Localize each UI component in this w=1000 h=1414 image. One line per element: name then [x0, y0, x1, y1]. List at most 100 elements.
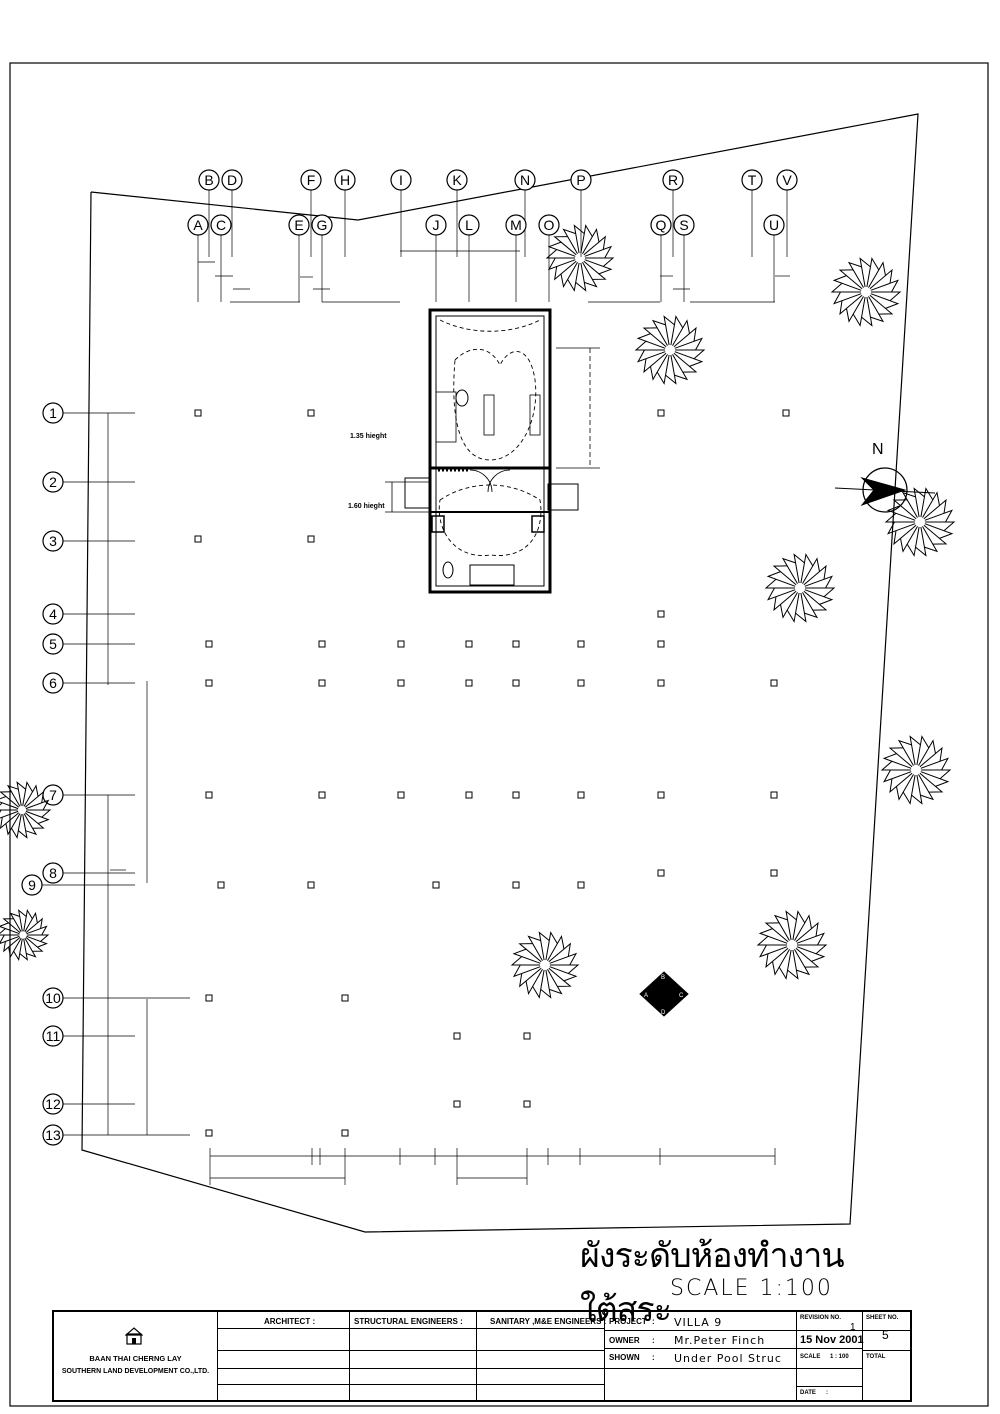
- column-pad-33: [432, 881, 440, 889]
- tree-icon-4: [884, 487, 956, 557]
- drawing-scale: SCALE 1:100: [670, 1276, 833, 1301]
- row-grid-8-label: 8: [49, 865, 57, 881]
- column-pad-28: [577, 791, 585, 799]
- column-pad-25: [397, 791, 405, 799]
- column-pad-37: [770, 869, 778, 877]
- row-grid-4-label: 4: [49, 606, 57, 622]
- column-pad-43: [523, 1100, 531, 1108]
- row-grid-2-label: 2: [49, 474, 57, 490]
- column-pad-39: [341, 994, 349, 1002]
- column-grid-p-label: P: [576, 172, 585, 188]
- date-colon: :: [826, 1390, 828, 1396]
- scale-label: SCALE: [800, 1354, 821, 1360]
- sheet-value: 5: [882, 1328, 889, 1342]
- column-pad-30: [770, 791, 778, 799]
- column-pad-20: [577, 679, 585, 687]
- owner-label: OWNER: [609, 1336, 640, 1345]
- sheet-border: [9, 62, 989, 1407]
- column-pad-14: [657, 640, 665, 648]
- column-pad-9: [318, 640, 326, 648]
- revision-label: REVISION NO.: [800, 1315, 842, 1321]
- column-pad-27: [512, 791, 520, 799]
- site-boundary: [81, 113, 919, 1233]
- column-pad-12: [512, 640, 520, 648]
- shown-colon: :: [652, 1353, 655, 1362]
- column-grid-l-label: L: [465, 217, 473, 233]
- owner-colon: :: [652, 1336, 655, 1345]
- tree-icon-7: [0, 780, 52, 840]
- column-pad-41: [523, 1032, 531, 1040]
- column-pad-5: [194, 535, 202, 543]
- section-mark-a: A: [644, 993, 648, 999]
- column-pad-31: [217, 881, 225, 889]
- column-pad-16: [318, 679, 326, 687]
- tree-icon-8: [0, 908, 50, 962]
- column-grid-k-label: K: [452, 172, 462, 188]
- row-grid-13-label: 13: [45, 1127, 61, 1143]
- structural-label: STRUCTURAL ENGINEERS :: [354, 1317, 463, 1326]
- tree-icon-3: [830, 257, 902, 327]
- shown-value: Under Pool Struc: [674, 1352, 782, 1365]
- column-grid-q-label: Q: [656, 217, 667, 233]
- company-block: BAAN THAI CHERNG LAY SOUTHERN LAND DEVEL…: [54, 1312, 217, 1400]
- revision-value: 1: [850, 1322, 856, 1333]
- column-pad-38: [205, 994, 213, 1002]
- tree-icon-1: [545, 224, 615, 292]
- height-label-1: 1.35 hieght: [350, 433, 387, 440]
- column-pad-11: [465, 640, 473, 648]
- column-pad-36: [657, 869, 665, 877]
- section-mark-c: C: [679, 993, 684, 999]
- column-pad-35: [577, 881, 585, 889]
- row-grid-12-label: 12: [45, 1096, 61, 1112]
- column-pad-45: [341, 1129, 349, 1137]
- column-pad-29: [657, 791, 665, 799]
- column-grid-t-label: T: [748, 172, 757, 188]
- column-pad-17: [397, 679, 405, 687]
- row-grid-10-label: 10: [45, 990, 61, 1006]
- column-pad-22: [770, 679, 778, 687]
- column-grid-h-label: H: [340, 172, 350, 188]
- company-subname: SOUTHERN LAND DEVELOPMENT CO.,LTD.: [61, 1368, 210, 1375]
- left-dimension-lines: [107, 413, 148, 1135]
- column-grid-o-label: O: [544, 217, 555, 233]
- tree-icon-2: [634, 315, 706, 385]
- tree-icon-6: [880, 735, 952, 805]
- date-label: DATE: [800, 1390, 816, 1396]
- column-pad-23: [205, 791, 213, 799]
- sanitary-label: SANITARY ,M&E ENGINEERS :: [490, 1317, 607, 1326]
- north-label: N: [872, 441, 884, 458]
- section-mark-b: B: [661, 975, 665, 981]
- total-label: TOTAL: [866, 1354, 886, 1360]
- sheet-label: SHEET NO.: [866, 1315, 899, 1321]
- north-arrow: [834, 467, 936, 513]
- column-grid-i-label: I: [399, 172, 403, 188]
- row-grid-11-label: 11: [46, 1028, 61, 1044]
- column-pad-44: [205, 1129, 213, 1137]
- row-grid-7-label: 7: [49, 787, 57, 803]
- bottom-dimension-lines: [209, 1148, 776, 1185]
- height-label-2: 1.60 hieght: [348, 503, 385, 510]
- column-pad-7: [657, 610, 665, 618]
- column-pad-2: [307, 409, 315, 417]
- column-pad-19: [512, 679, 520, 687]
- column-grid-d-label: D: [227, 172, 237, 188]
- column-pad-13: [577, 640, 585, 648]
- column-grid-f-label: F: [307, 172, 316, 188]
- column-grid-j-label: J: [433, 217, 440, 233]
- column-pad-18: [465, 679, 473, 687]
- section-mark-d: D: [661, 1010, 666, 1016]
- column-grid-b-label: B: [204, 172, 213, 188]
- tree-icon-10: [756, 910, 828, 980]
- column-grid-s-label: S: [679, 217, 688, 233]
- column-grid-e-label: E: [294, 217, 303, 233]
- date-value: 15 Nov 2001: [800, 1334, 864, 1346]
- section-marker: [639, 971, 689, 1017]
- column-grid-g-label: G: [317, 217, 328, 233]
- room-outline: [385, 308, 600, 594]
- column-pad-32: [307, 881, 315, 889]
- column-grid-c-label: C: [216, 217, 226, 233]
- owner-value: Mr.Peter Finch: [674, 1334, 766, 1347]
- column-pad-10: [397, 640, 405, 648]
